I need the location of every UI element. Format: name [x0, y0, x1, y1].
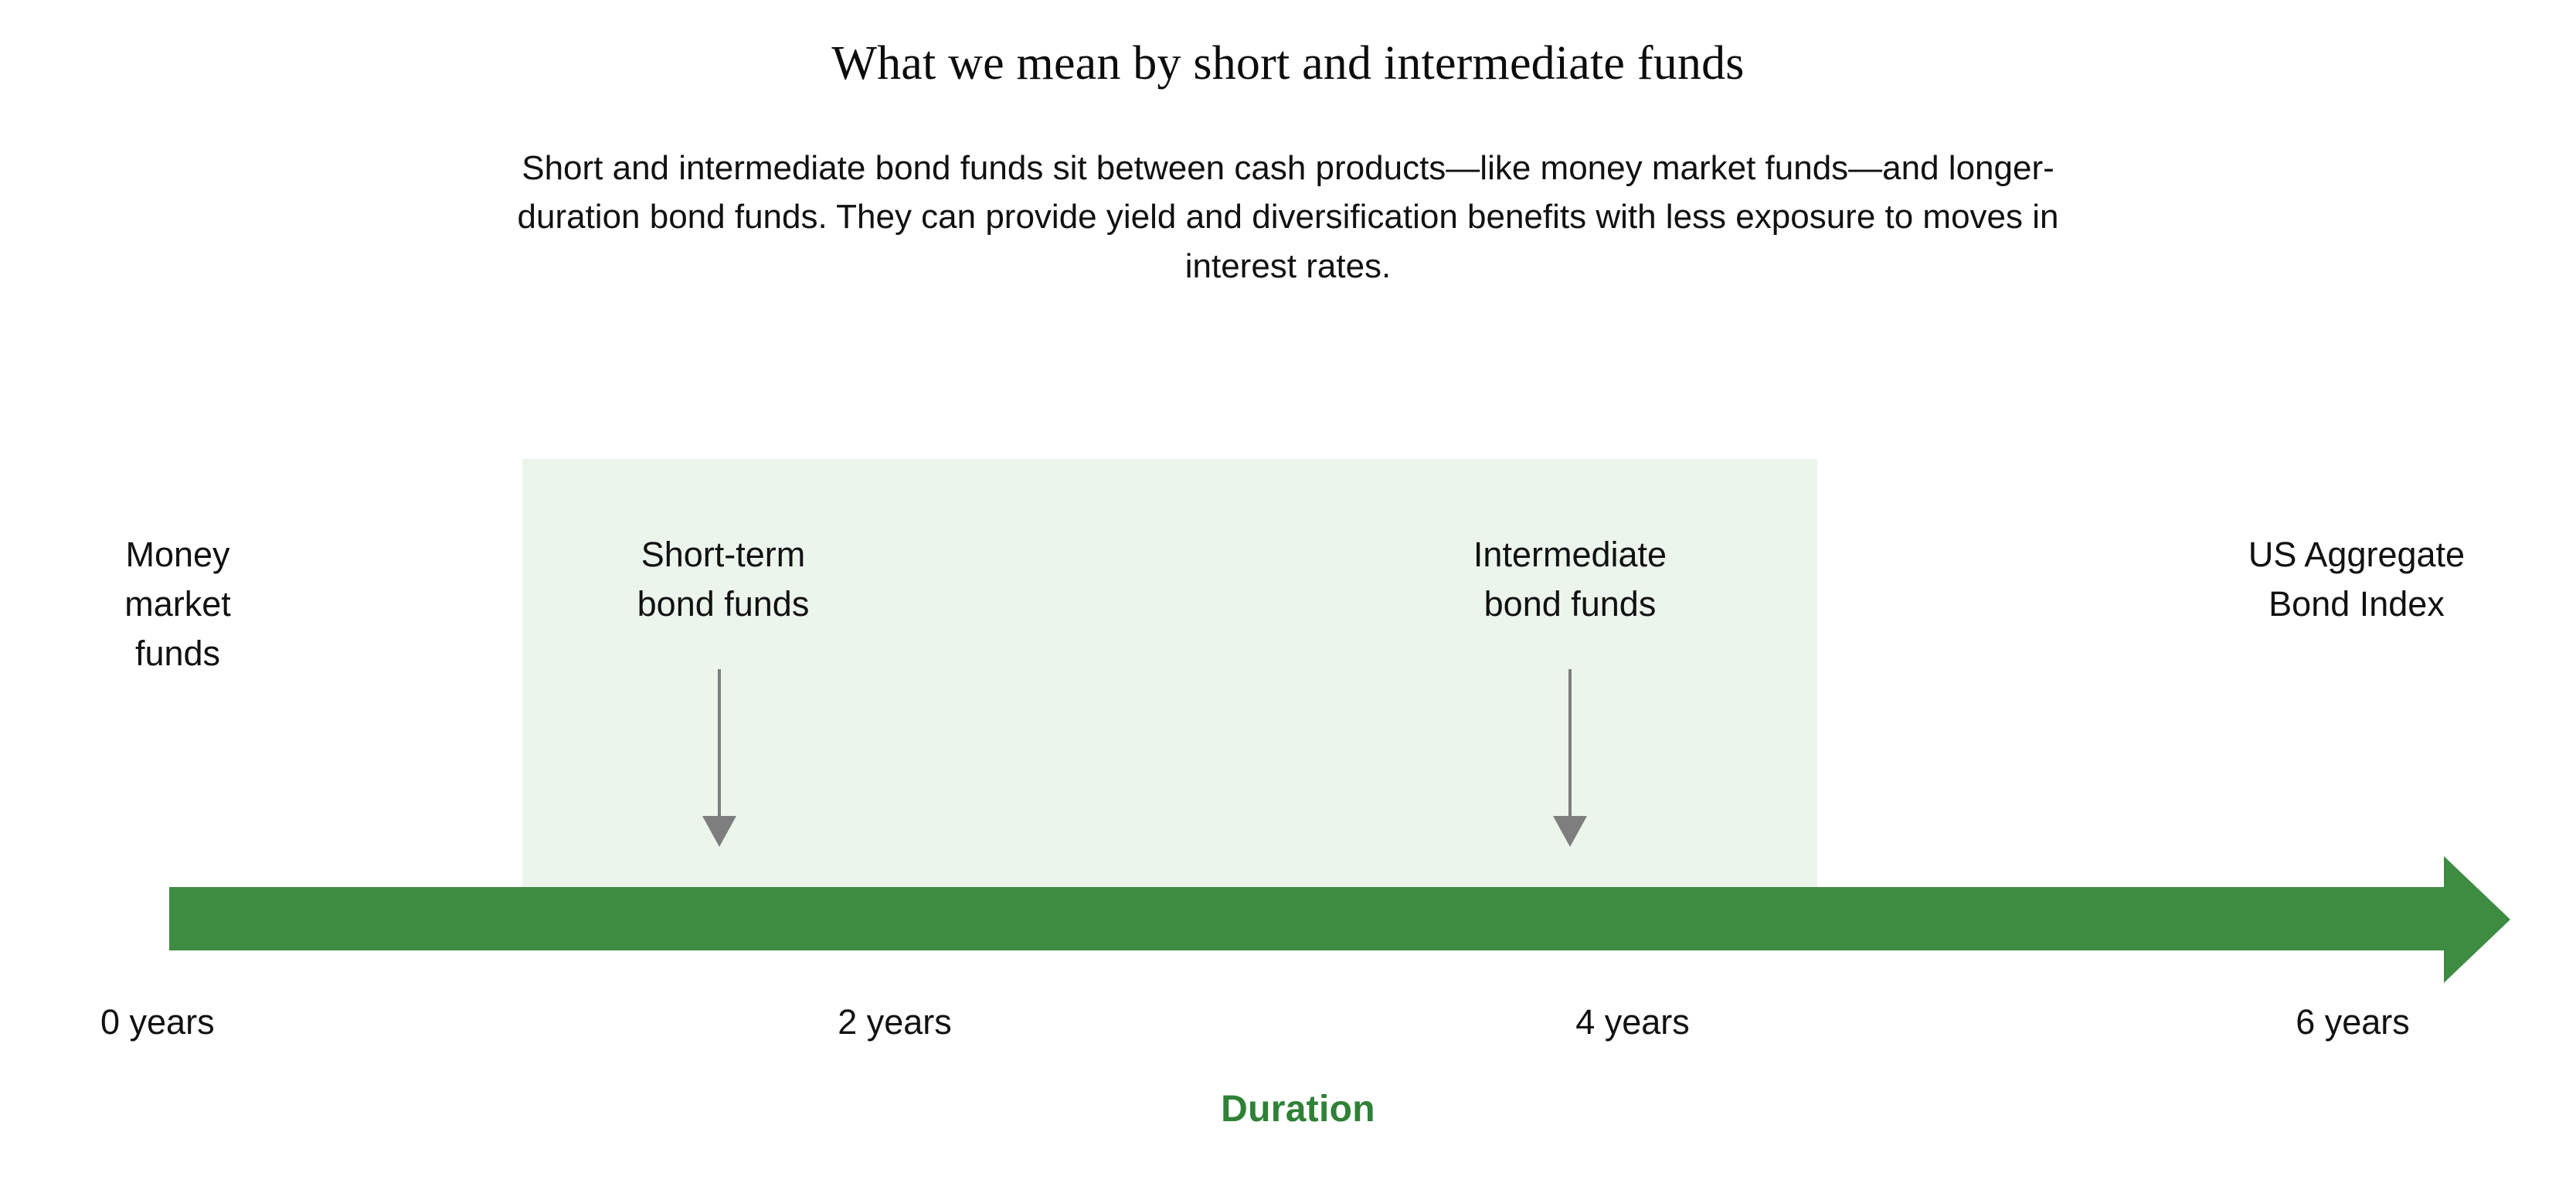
- axis-tick-label-2-years: 2 years: [838, 1002, 952, 1042]
- highlight-band-short-intermediate: [522, 459, 1817, 887]
- category-label-money-market-funds: Money market funds: [124, 535, 231, 673]
- axis-tick-label-0-years: 0 years: [100, 1002, 215, 1042]
- category-label-short-term-bond-funds: Short-term bond funds: [637, 535, 810, 624]
- axis-tick-label-6-years: 6 years: [2296, 1002, 2410, 1042]
- duration-axis-arrow: [169, 856, 2510, 983]
- axis-tick-label-4-years: 4 years: [1575, 1002, 1690, 1042]
- page-subtitle: Short and intermediate bond funds sit be…: [517, 149, 2059, 285]
- page-title: What we mean by short and intermediate f…: [831, 37, 1745, 90]
- category-label-intermediate-bond-funds: Intermediate bond funds: [1473, 535, 1667, 624]
- axis-title-duration: Duration: [1221, 1089, 1375, 1130]
- category-label-us-aggregate-bond-index: US Aggregate Bond Index: [2248, 535, 2466, 624]
